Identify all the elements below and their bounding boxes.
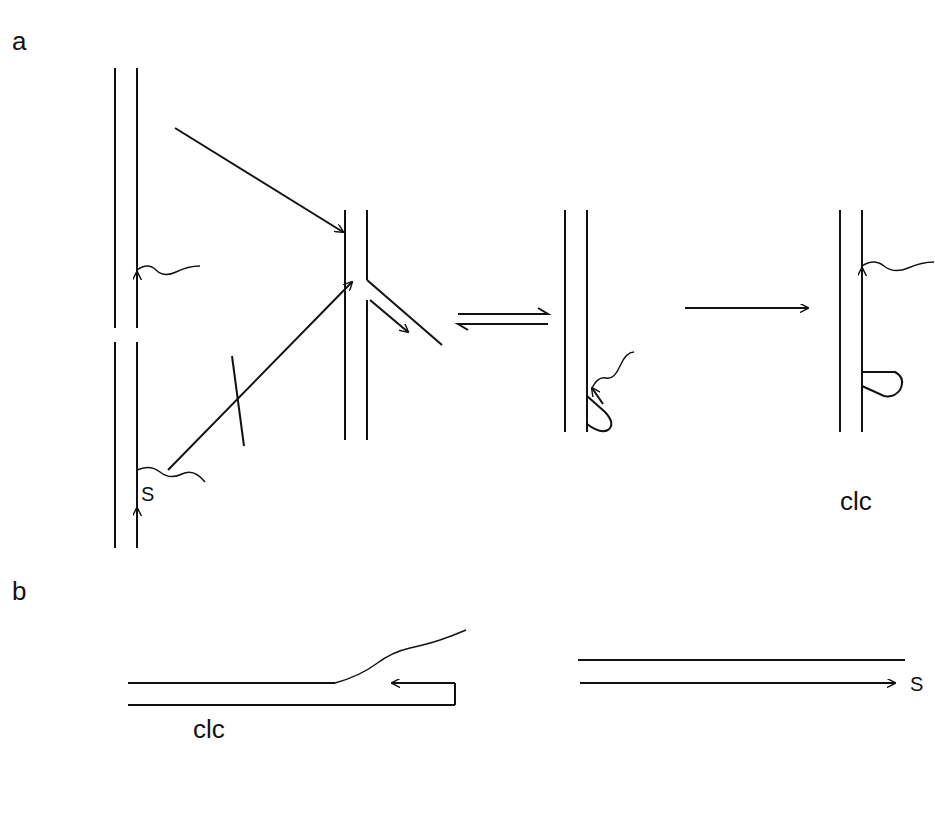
panel-letter: b — [12, 578, 26, 604]
strand-label: S — [910, 674, 923, 694]
panel-letter: a — [12, 28, 26, 54]
strand-label: S — [141, 484, 154, 504]
structure-label: clc — [193, 716, 225, 742]
structure-label: clc — [840, 488, 872, 514]
